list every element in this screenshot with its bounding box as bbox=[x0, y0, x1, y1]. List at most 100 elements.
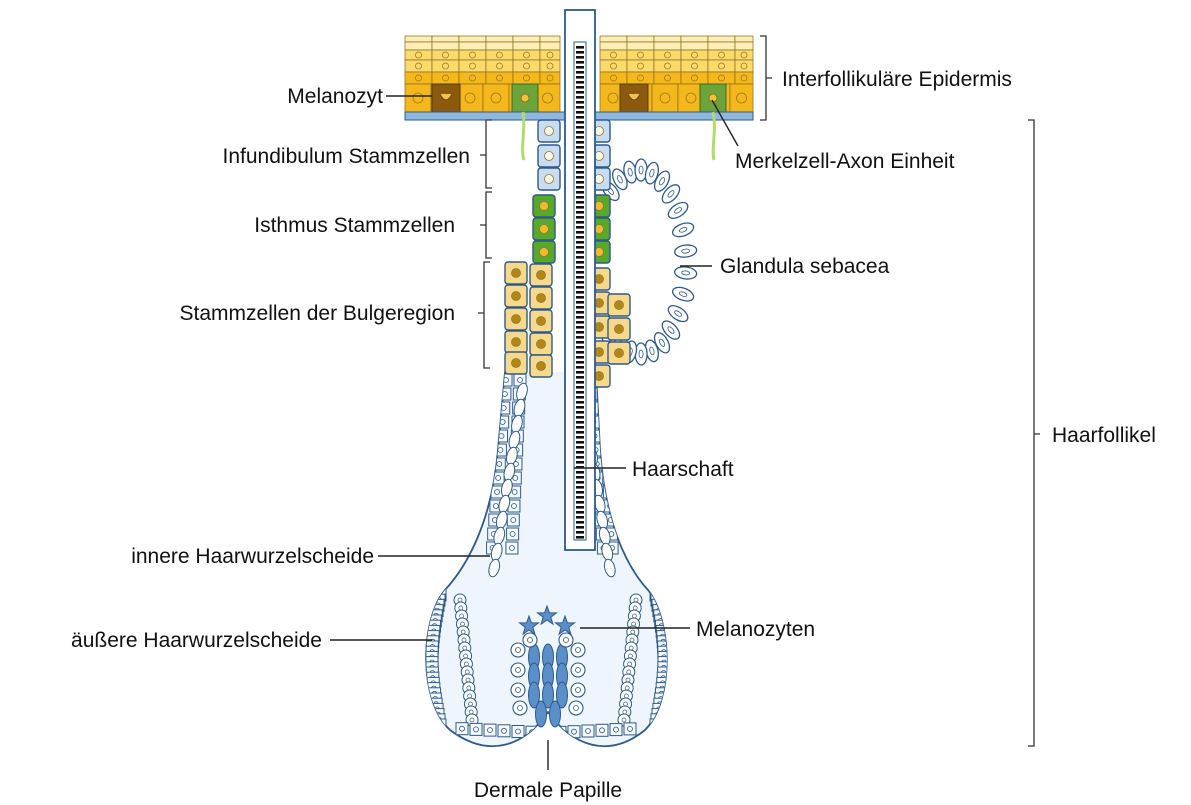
shaft-segment bbox=[576, 536, 584, 539]
papilla-cell bbox=[550, 701, 561, 727]
epidermis-cell bbox=[654, 50, 681, 60]
bulge-cell-nucleus bbox=[537, 294, 546, 303]
matrix-cell bbox=[511, 663, 525, 677]
shaft-segment bbox=[576, 496, 584, 499]
shaft-segment bbox=[576, 156, 584, 159]
shaft-segment bbox=[576, 401, 584, 404]
bulge-cell-nucleus bbox=[537, 340, 546, 349]
epidermis-cell bbox=[654, 42, 681, 50]
shaft-segment bbox=[576, 426, 584, 429]
sebaceous-cell bbox=[671, 220, 696, 239]
shaft-segment bbox=[576, 246, 584, 249]
shaft-segment bbox=[576, 331, 584, 334]
shaft-segment bbox=[576, 271, 584, 274]
outer-sheath-label: äußere Haarwurzelscheide bbox=[71, 629, 322, 652]
matrix-cell bbox=[513, 701, 527, 715]
isthmus-cell-nucleus bbox=[540, 202, 549, 211]
bulb-bottom-cell bbox=[610, 724, 622, 736]
epidermis-cell bbox=[708, 36, 735, 42]
shaft-segment bbox=[576, 301, 584, 304]
bulge-cell-nucleus bbox=[537, 317, 546, 326]
shaft-segment bbox=[576, 491, 584, 494]
epidermis-cell bbox=[405, 50, 432, 60]
epidermis-cell bbox=[459, 72, 486, 84]
epidermis-cell bbox=[486, 72, 513, 84]
bulb-bottom-cell bbox=[554, 726, 566, 738]
sebaceous-label: Glandula sebacea bbox=[720, 255, 890, 278]
sebaceous-cell bbox=[674, 266, 697, 281]
sheath-cell bbox=[496, 430, 508, 442]
shaft-segment bbox=[576, 411, 584, 414]
sheath-nucleus bbox=[606, 462, 611, 467]
bulb-bottom-cell bbox=[512, 726, 524, 738]
shaft-segment bbox=[576, 441, 584, 444]
sheath-cell bbox=[500, 374, 512, 386]
epidermis-cell bbox=[432, 42, 459, 50]
bulb-outer-nucleus bbox=[654, 723, 659, 728]
shaft-segment bbox=[576, 186, 584, 189]
matrix-cell bbox=[559, 633, 573, 647]
epidermis-cell bbox=[600, 36, 627, 42]
shaft-segment bbox=[576, 201, 584, 204]
sheath-cell bbox=[601, 444, 613, 456]
epidermis-cell bbox=[708, 72, 735, 84]
shaft-segment bbox=[576, 351, 584, 354]
epidermis-cell bbox=[457, 84, 483, 112]
shaft-segment bbox=[576, 451, 584, 454]
hair-shaft bbox=[565, 10, 595, 550]
bulge-cell-nucleus bbox=[512, 359, 521, 368]
epidermis-cell bbox=[627, 72, 654, 84]
shaft-segment bbox=[576, 221, 584, 224]
epidermis-cell bbox=[405, 36, 432, 42]
epidermis-cell bbox=[459, 42, 486, 50]
matrix-cell bbox=[571, 683, 585, 697]
shaft-segment bbox=[576, 376, 584, 379]
shaft-segment bbox=[576, 111, 584, 114]
shaft-segment bbox=[576, 216, 584, 219]
shaft-segment bbox=[576, 96, 584, 99]
bulb-outer-nucleus bbox=[654, 593, 659, 598]
shaft-segment bbox=[576, 526, 584, 529]
infundibulum-cell-nucleus bbox=[545, 152, 554, 161]
shaft-segment bbox=[576, 166, 584, 169]
epidermis-cell bbox=[654, 60, 681, 72]
bulge-cell-nucleus bbox=[615, 301, 624, 310]
shaft-segment bbox=[576, 296, 584, 299]
shaft-segment bbox=[576, 371, 584, 374]
matrix-cell bbox=[511, 643, 525, 657]
epidermis-cell bbox=[405, 72, 432, 84]
bulge-cell-nucleus bbox=[512, 315, 521, 324]
sheath-nucleus bbox=[607, 490, 612, 495]
bulb-outer-nucleus bbox=[655, 717, 660, 722]
epidermis-cell bbox=[708, 60, 735, 72]
matrix-cell bbox=[569, 701, 583, 715]
bulb-bottom-cell bbox=[596, 724, 608, 736]
epidermis-cell bbox=[513, 36, 540, 42]
bulb-bottom-cell bbox=[624, 723, 636, 735]
shaft-segment bbox=[576, 286, 584, 289]
melanocytes-label: Melanozyten bbox=[696, 618, 815, 641]
shaft-segment bbox=[576, 61, 584, 64]
bulb-outer-nucleus bbox=[438, 723, 443, 728]
shaft-segment bbox=[576, 341, 584, 344]
shaft-segment bbox=[576, 406, 584, 409]
sheath-cell bbox=[498, 402, 510, 414]
epidermis-cell bbox=[652, 84, 678, 112]
infundibulum-cell-nucleus bbox=[545, 127, 554, 136]
bulge-cell-nucleus bbox=[537, 271, 546, 280]
epidermis-cell bbox=[483, 84, 509, 112]
epidermis-cell bbox=[432, 50, 459, 60]
sebaceous-cell bbox=[674, 244, 697, 259]
inner-sheath-label: innere Haarwurzelscheide bbox=[131, 545, 374, 568]
epidermis-cell bbox=[627, 36, 654, 42]
shaft-segment bbox=[576, 456, 584, 459]
infundibulum-brace bbox=[480, 120, 492, 188]
epidermis-cell bbox=[627, 60, 654, 72]
bulge-cell-nucleus bbox=[512, 292, 521, 301]
epidermis-cell bbox=[654, 36, 681, 42]
bulge-cell-nucleus bbox=[537, 362, 546, 371]
epidermis-cell bbox=[513, 42, 540, 50]
epidermis-cell bbox=[486, 36, 513, 42]
shaft-segment bbox=[576, 161, 584, 164]
shaft-segment bbox=[576, 506, 584, 509]
